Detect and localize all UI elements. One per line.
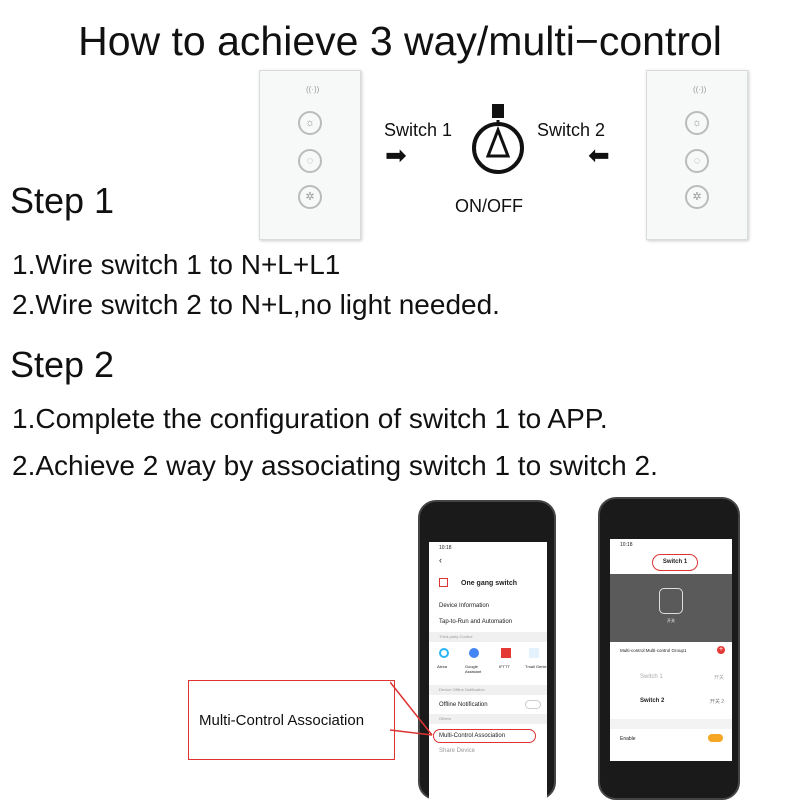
step2-line: 1.Complete the configuration of switch 1… [12, 403, 608, 434]
section-offline: Device Offline Notification [429, 685, 547, 695]
menu-tap-to-run[interactable]: Tap-to-Run and Automation [439, 619, 513, 625]
step1-line: 2.Wire switch 2 to N+L,no light needed. [12, 289, 500, 320]
step1-line: 1.Wire switch 1 to N+L+L1 [12, 249, 341, 280]
switch2-label: Switch 2 [537, 120, 606, 140]
service-label: Tmall Genie [525, 664, 547, 669]
offline-toggle[interactable] [525, 700, 541, 709]
arrow-left-icon: ⬅ [588, 140, 610, 170]
dimmer-up-icon: ☼ [298, 111, 322, 135]
phone2-screen: 10:18 Switch 1 开关 Multi-control:Multi-co… [610, 539, 732, 761]
power-icon: ◌ [685, 149, 709, 173]
switch-device-icon [659, 588, 683, 614]
callout-box: Multi-Control Association [188, 680, 395, 760]
callout-pointer [390, 681, 433, 736]
switch1-label: Switch 1 [384, 120, 453, 140]
device-icon [439, 578, 448, 587]
page-title: How to achieve 3 way/multi−control [78, 18, 722, 64]
divider [610, 719, 732, 729]
add-icon[interactable]: + [717, 646, 725, 654]
dimmer-down-icon: ✲ [298, 185, 322, 209]
switch-item-1: Switch 1 [640, 674, 663, 680]
switch-item-2[interactable]: Switch 2 [640, 698, 665, 704]
switch-value: 开关 [713, 675, 724, 681]
offline-notification: Offline Notification [439, 702, 488, 708]
service-label: Alexa [437, 664, 448, 669]
back-icon[interactable]: ‹ [439, 555, 442, 565]
screen-title: Switch 1 [652, 554, 698, 571]
highlight-oval [433, 729, 536, 743]
phone1-screen: 10:18 ‹ One gang switch Device Informati… [429, 542, 547, 802]
device-caption: 开关 [667, 618, 675, 623]
section-third-party: Third-party Control [429, 632, 547, 642]
power-icon: ◌ [298, 149, 322, 173]
google-assistant-icon[interactable] [469, 648, 479, 658]
switch-value: 开关 2 [709, 699, 724, 705]
switch-panel-2: ((·)) ☼ ◌ ✲ [646, 70, 748, 240]
phone-1: 10:18 ‹ One gang switch Device Informati… [418, 500, 556, 802]
light-bulb-icon [472, 104, 524, 174]
step1-heading: Step 1 [10, 180, 115, 221]
phone-2: 10:18 Switch 1 开关 Multi-control:Multi-co… [598, 497, 740, 800]
step2-heading: Step 2 [10, 344, 115, 385]
status-time: 10:18 [439, 545, 452, 551]
bulb-label: ON/OFF [455, 196, 523, 216]
menu-device-information[interactable]: Device Information [439, 603, 490, 609]
alexa-icon[interactable] [439, 648, 449, 658]
ifttt-icon[interactable] [501, 648, 511, 658]
multi-control-association-item[interactable]: Multi-Control Association [439, 733, 506, 739]
arrow-right-icon: ➡ [385, 140, 407, 170]
service-label: IFTTT [499, 664, 510, 669]
device-header: 开关 [610, 574, 732, 642]
section-others: Others [429, 714, 547, 724]
switch-panel-1: ((·)) ☼ ◌ ✲ [259, 70, 361, 240]
dimmer-up-icon: ☼ [685, 111, 709, 135]
status-time: 10:18 [620, 542, 633, 548]
enable-label: Enable [620, 736, 636, 742]
step2-line: 2.Achieve 2 way by associating switch 1 … [12, 450, 658, 481]
share-device-item[interactable]: Share Device [439, 748, 476, 754]
wifi-icon: ((·)) [306, 85, 320, 94]
wifi-icon: ((·)) [693, 85, 707, 94]
group-name[interactable]: Multi-control:Multi-control Group1 [620, 648, 687, 653]
enable-toggle[interactable] [708, 734, 723, 742]
device-name[interactable]: One gang switch [461, 580, 518, 587]
dimmer-down-icon: ✲ [685, 185, 709, 209]
service-label: Google Assistant [465, 664, 482, 674]
tmall-genie-icon[interactable] [529, 648, 539, 658]
